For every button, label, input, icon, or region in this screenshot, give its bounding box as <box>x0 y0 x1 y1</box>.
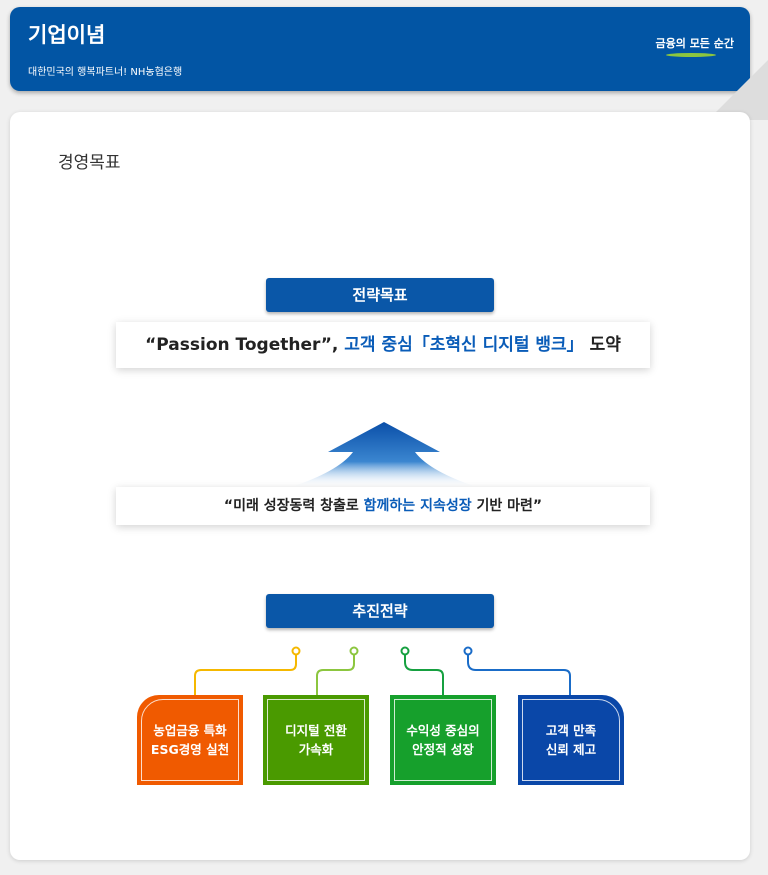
connector-3 <box>404 655 444 695</box>
connector-4 <box>467 655 571 695</box>
page-title: 기업이념 <box>28 23 106 47</box>
connector-2 <box>316 655 355 695</box>
section-title: 경영목표 <box>58 153 121 173</box>
vision-statement: “미래 성장동력 창출로 함께하는 지속성장 기반 마련” <box>116 487 650 525</box>
page-header: 기업이념 대한민국의 행복파트너! NH농협은행 금융의 모든 순간 <box>10 7 750 91</box>
strategies-label: 추진전략 <box>266 594 494 628</box>
content-card: 경영목표 전략목표 “Passion Together”, 고객 중심「초혁신 … <box>10 112 750 860</box>
decorations <box>194 422 571 695</box>
strategic-goal-statement: “Passion Together”, 고객 중심「초혁신 디지털 뱅크」 도약 <box>116 322 650 368</box>
strategic-goal-label: 전략목표 <box>266 278 494 312</box>
page-subtitle: 대한민국의 행복파트너! NH농협은행 <box>28 67 183 78</box>
brand-logo: 금융의 모든 순간 <box>656 35 734 57</box>
connector-1 <box>194 655 297 695</box>
page-corner-decoration <box>708 60 768 120</box>
up-arrow-icon <box>288 422 480 488</box>
